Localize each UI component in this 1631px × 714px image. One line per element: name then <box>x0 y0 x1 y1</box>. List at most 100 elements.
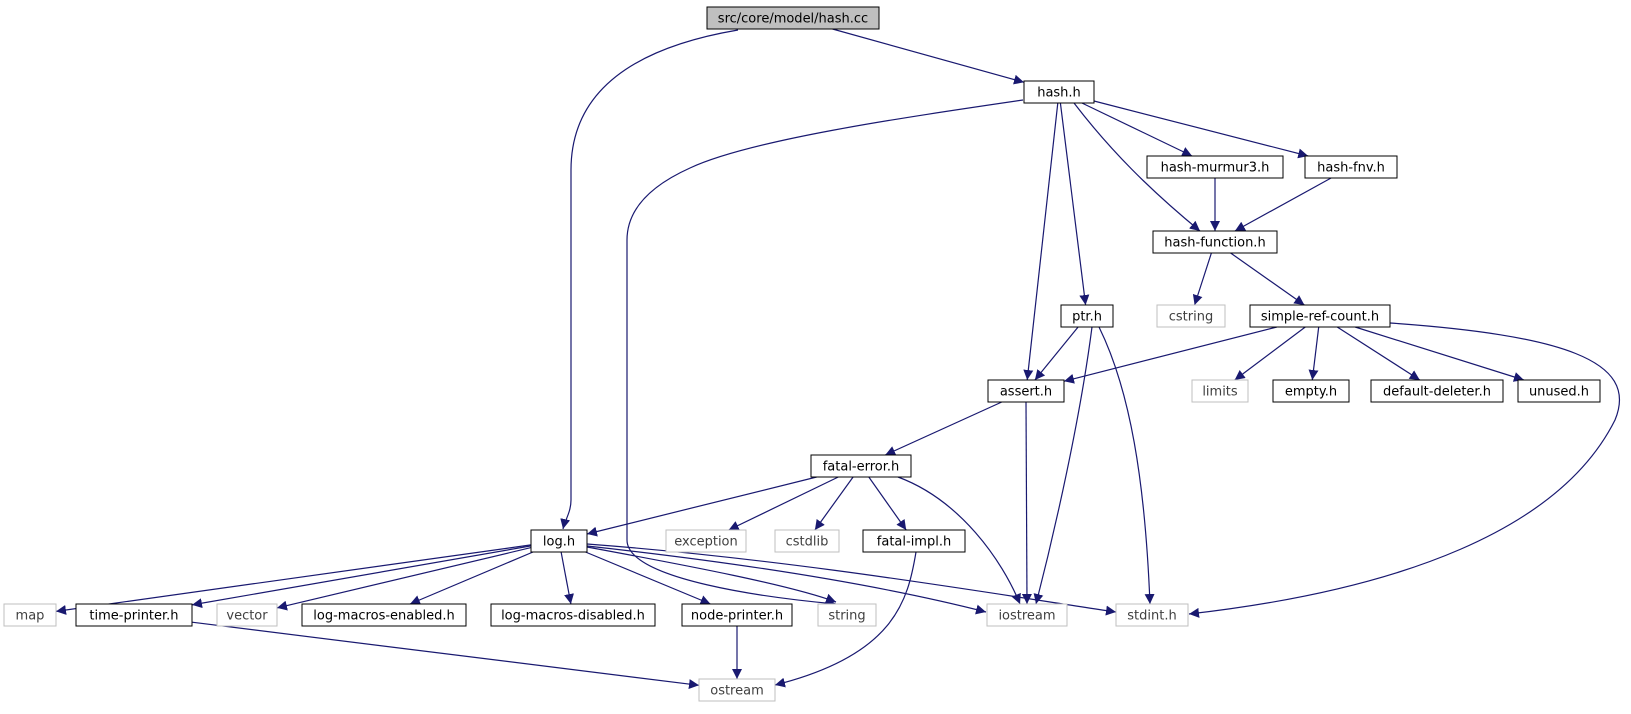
node-box <box>1370 379 1504 403</box>
node-logdis[interactable]: log-macros-disabled.h <box>490 603 656 627</box>
node-label: ptr.h <box>1072 310 1102 325</box>
node-label: unused.h <box>1529 385 1589 400</box>
node-label: iostream <box>998 609 1055 624</box>
node-box <box>862 529 966 553</box>
node-hash-h[interactable]: hash.h <box>1023 80 1095 104</box>
node-label: fatal-error.h <box>823 460 900 475</box>
node-box <box>490 603 656 627</box>
edge-log_h-to-logen <box>409 551 534 605</box>
node-fnv[interactable]: hash-fnv.h <box>1304 155 1398 179</box>
node-box <box>1115 603 1189 627</box>
edge-hash_h-to-hashfn <box>1073 102 1201 232</box>
node-string: string <box>817 603 877 627</box>
node-box <box>665 529 747 553</box>
node-box <box>817 603 877 627</box>
node-box <box>698 678 776 702</box>
edges-layer <box>55 28 1621 690</box>
edge-fatalerr-to-iostream <box>897 476 1021 605</box>
node-label: limits <box>1202 385 1238 400</box>
node-box <box>75 603 193 627</box>
node-srcount[interactable]: simple-ref-count.h <box>1249 304 1391 328</box>
node-label: log-macros-disabled.h <box>501 609 645 624</box>
node-label: cstdlib <box>786 535 829 550</box>
node-box <box>1156 304 1226 328</box>
node-box <box>3 603 57 627</box>
node-label: string <box>828 609 865 624</box>
node-box <box>1060 304 1114 328</box>
edge-hashfn-to-cstring <box>1192 252 1212 306</box>
edge-srcount-to-unused_h <box>1354 326 1525 382</box>
node-box <box>987 379 1065 403</box>
node-label: cstring <box>1169 310 1213 325</box>
node-hash-cc[interactable]: src/core/model/hash.cc <box>706 6 880 30</box>
node-box <box>1517 379 1601 403</box>
node-label: hash-fnv.h <box>1317 161 1385 176</box>
node-vector: vector <box>216 603 278 627</box>
edge-fatalerr-to-fatalimpl <box>868 476 907 531</box>
node-box <box>216 603 278 627</box>
node-label: simple-ref-count.h <box>1261 310 1379 325</box>
edge-ptr_h-to-iostream <box>1033 326 1093 605</box>
node-box <box>774 529 840 553</box>
edge-hash_h-to-fnv <box>1093 100 1309 159</box>
node-ptr-h[interactable]: ptr.h <box>1060 304 1114 328</box>
edge-fatalerr-to-cstdlib <box>814 476 854 531</box>
edge-assert_h-to-fatalerr <box>884 401 1003 456</box>
node-box <box>301 603 467 627</box>
edge-fnv-to-hashfn <box>1234 177 1332 232</box>
node-box <box>1152 230 1278 254</box>
node-label: vector <box>226 609 268 624</box>
node-map: map <box>3 603 57 627</box>
node-murmur[interactable]: hash-murmur3.h <box>1146 155 1284 179</box>
node-label: map <box>16 609 45 624</box>
node-fatalimpl[interactable]: fatal-impl.h <box>862 529 966 553</box>
node-label: fatal-impl.h <box>877 535 951 550</box>
node-label: hash-function.h <box>1164 236 1265 251</box>
edge-srcount-to-defdel <box>1336 326 1421 381</box>
node-timeprinter[interactable]: time-printer.h <box>75 603 193 627</box>
node-hashfn[interactable]: hash-function.h <box>1152 230 1278 254</box>
edge-srcount-to-stdint <box>1188 322 1621 618</box>
node-cstdlib: cstdlib <box>774 529 840 553</box>
edge-log_h-to-map <box>55 544 532 615</box>
edge-timeprinter-to-ostream <box>191 621 700 690</box>
node-defdel[interactable]: default-deleter.h <box>1370 379 1504 403</box>
edge-srcount-to-empty_h <box>1308 326 1320 381</box>
node-box <box>986 603 1068 627</box>
node-nodeprinter[interactable]: node-printer.h <box>681 603 793 627</box>
node-empty-h[interactable]: empty.h <box>1272 379 1350 403</box>
node-fatalerr[interactable]: fatal-error.h <box>810 454 912 478</box>
edge-ptr_h-to-stdint <box>1098 326 1155 605</box>
node-assert-h[interactable]: assert.h <box>987 379 1065 403</box>
edge-ptr_h-to-assert_h <box>1034 326 1079 381</box>
edge-log_h-to-logdis <box>560 551 574 605</box>
node-box <box>706 6 880 30</box>
edge-hash_h-to-murmur <box>1081 102 1193 157</box>
edge-hash_h-to-string <box>626 99 1024 609</box>
edge-fatalerr-to-exception <box>728 476 839 531</box>
node-unused-h[interactable]: unused.h <box>1517 379 1601 403</box>
edge-hash_h-to-ptr_h <box>1059 102 1090 306</box>
node-stdint: stdint.h <box>1115 603 1189 627</box>
node-log-h[interactable]: log.h <box>530 529 588 553</box>
edge-hash_cc-to-log_h <box>560 29 739 530</box>
node-logen[interactable]: log-macros-enabled.h <box>301 603 467 627</box>
node-label: log-macros-enabled.h <box>313 609 454 624</box>
node-label: ostream <box>710 684 764 699</box>
edge-assert_h-to-iostream <box>1021 401 1032 605</box>
edge-srcount-to-assert_h <box>1063 326 1278 384</box>
node-limits: limits <box>1191 379 1249 403</box>
node-box <box>1023 80 1095 104</box>
edge-hash_cc-to-hash_h <box>832 28 1025 85</box>
node-label: hash.h <box>1037 86 1081 101</box>
node-box <box>1249 304 1391 328</box>
edge-log_h-to-nodeprinter <box>585 551 711 605</box>
node-label: exception <box>674 535 738 550</box>
nodes-layer: src/core/model/hash.cc hash.h log.h hash-mu… <box>3 6 1601 702</box>
node-exception: exception <box>665 529 747 553</box>
node-box <box>1304 155 1398 179</box>
node-label: empty.h <box>1285 385 1337 400</box>
edge-log_h-to-vector <box>276 547 532 611</box>
